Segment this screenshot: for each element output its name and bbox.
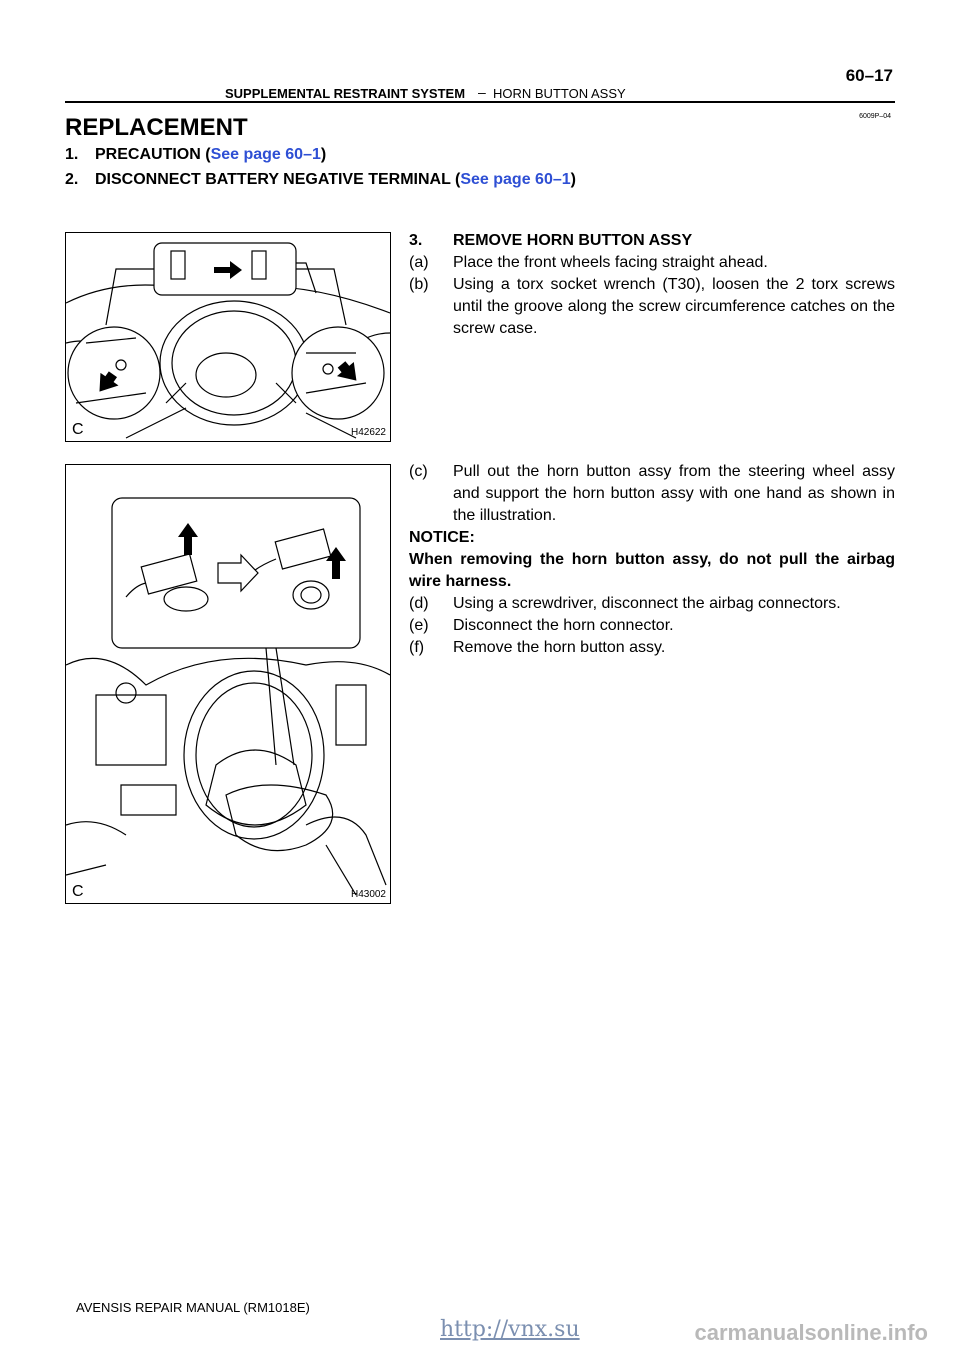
step-1: 1. PRECAUTION (See page 60–1) xyxy=(65,146,865,168)
substep-text: Disconnect the horn connector. xyxy=(453,617,674,634)
header-rule xyxy=(65,101,895,103)
substep-d: (d) Using a screwdriver, disconnect the … xyxy=(409,593,895,615)
steering-wheel-illustration xyxy=(66,242,390,439)
figure-torx-screws: C H42622 xyxy=(65,232,391,442)
document-id: 6009P–04 xyxy=(859,113,891,120)
substep-label: (e) xyxy=(409,617,429,634)
figure-corner-mark: C xyxy=(72,883,84,900)
substep-text: Using a screwdriver, disconnect the airb… xyxy=(453,595,841,612)
horn-button-illustration xyxy=(66,497,390,896)
step-title-text: REMOVE HORN BUTTON ASSY xyxy=(453,232,693,249)
watermark-link[interactable]: http://vnx.su xyxy=(440,1317,580,1342)
substep-label: (a) xyxy=(409,254,429,271)
step-number: 1. xyxy=(65,146,79,163)
step-text: DISCONNECT BATTERY NEGATIVE TERMINAL ( xyxy=(95,171,461,188)
step-text-close: ) xyxy=(570,171,576,188)
substep-label: (d) xyxy=(409,595,429,612)
page-heading: REPLACEMENT xyxy=(65,114,248,141)
figure-horn-button-removal: C H43002 xyxy=(65,464,391,904)
substep-f: (f) Remove the horn button assy. xyxy=(409,637,895,659)
substep-label: (c) xyxy=(409,463,428,480)
substep-text: Place the front wheels facing straight a… xyxy=(453,254,768,271)
substep-label: (f) xyxy=(409,639,425,656)
step-text: PRECAUTION ( xyxy=(95,146,211,163)
step-3-continued: (c) Pull out the horn button assy from t… xyxy=(409,461,895,659)
substep-c: (c) Pull out the horn button assy from t… xyxy=(409,461,895,527)
step-3-title: 3. REMOVE HORN BUTTON ASSY xyxy=(409,230,895,252)
header-separator: – xyxy=(478,84,486,100)
substep-a: (a) Place the front wheels facing straig… xyxy=(409,252,895,274)
substep-text: Remove the horn button assy. xyxy=(453,639,666,656)
see-page-link[interactable]: See page 60–1 xyxy=(460,171,571,188)
figure-corner-mark: C xyxy=(72,421,84,438)
page-number: 60–17 xyxy=(845,66,893,85)
step-2: 2. DISCONNECT BATTERY NEGATIVE TERMINAL … xyxy=(65,171,865,193)
substep-e: (e) Disconnect the horn connector. xyxy=(409,615,895,637)
step-number: 3. xyxy=(409,232,423,249)
substep-b: (b) Using a torx socket wrench (T30), lo… xyxy=(409,274,895,340)
header-subsection-title: HORN BUTTON ASSY xyxy=(493,86,626,101)
footer-manual-title: AVENSIS REPAIR MANUAL (RM1018E) xyxy=(76,1300,310,1315)
see-page-link[interactable]: See page 60–1 xyxy=(210,146,321,163)
substep-text: Pull out the horn button assy from the s… xyxy=(453,463,895,524)
notice-label: NOTICE: xyxy=(409,529,475,546)
step-number: 2. xyxy=(65,171,79,188)
step-3-block: 3. REMOVE HORN BUTTON ASSY (a) Place the… xyxy=(409,230,895,340)
watermark-site: carmanualsonline.info xyxy=(694,1320,929,1345)
substep-label: (b) xyxy=(409,276,429,293)
step-text-close: ) xyxy=(320,146,327,163)
substep-text: Using a torx socket wrench (T30), loosen… xyxy=(453,276,895,337)
figure-code: H43002 xyxy=(350,889,386,900)
figure-code: H42622 xyxy=(350,427,386,438)
notice-text: When removing the horn button assy, do n… xyxy=(409,551,895,590)
header-section-title: SUPPLEMENTAL RESTRAINT SYSTEM xyxy=(225,86,466,101)
